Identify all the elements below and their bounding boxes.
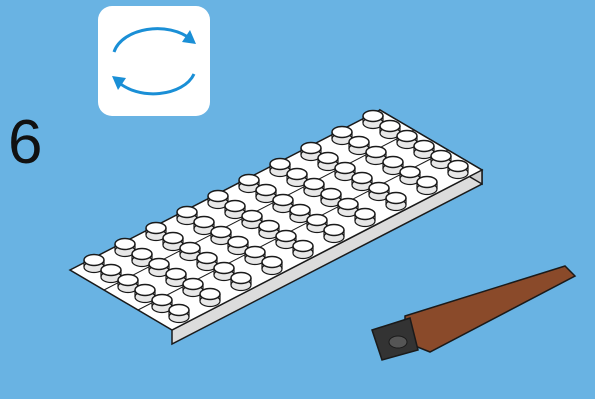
lego-stud: [115, 239, 135, 250]
lego-stud: [318, 153, 338, 164]
lego-stud: [276, 231, 296, 242]
lego-stud: [118, 275, 138, 286]
lego-stud: [166, 269, 186, 280]
lego-stud: [304, 179, 324, 190]
lego-stud: [132, 249, 152, 260]
lego-stud: [338, 199, 358, 210]
lego-stud: [293, 241, 313, 252]
lego-stud: [400, 167, 420, 178]
lego-stud: [101, 265, 121, 276]
lego-stud: [355, 209, 375, 220]
lego-stud: [307, 215, 327, 226]
lego-stud: [245, 247, 265, 258]
lego-stud: [177, 207, 197, 218]
lego-stud: [231, 273, 251, 284]
lego-stud: [335, 163, 355, 174]
lego-stud: [301, 143, 321, 154]
lego-stud: [256, 185, 276, 196]
lego-stud: [369, 183, 389, 194]
lego-stud: [352, 173, 372, 184]
lego-stud: [146, 223, 166, 234]
lego-stud: [349, 137, 369, 148]
lego-stud: [332, 127, 352, 138]
lego-stud: [397, 131, 417, 142]
lego-stud: [431, 151, 451, 162]
lego-stud: [448, 161, 468, 172]
lego-stud: [262, 257, 282, 268]
lego-stud: [200, 289, 220, 300]
lego-stud: [363, 111, 383, 122]
lego-stud: [180, 243, 200, 254]
lego-stud: [163, 233, 183, 244]
lego-stud: [383, 157, 403, 168]
brown-base-plate: [405, 266, 575, 352]
lego-stud: [228, 237, 248, 248]
lego-stud: [321, 189, 341, 200]
lego-stud: [211, 227, 231, 238]
lego-stud: [214, 263, 234, 274]
lego-stud: [270, 159, 290, 170]
lego-stud: [149, 259, 169, 270]
lego-stud: [197, 253, 217, 264]
lego-stud: [239, 175, 259, 186]
lego-stud: [417, 177, 437, 188]
lego-stud: [287, 169, 307, 180]
lego-stud: [366, 147, 386, 158]
lego-stud: [386, 193, 406, 204]
lego-stud: [169, 305, 189, 316]
lego-stud: [273, 195, 293, 206]
lego-stud: [208, 191, 228, 202]
lego-stud: [84, 255, 104, 266]
lego-stud: [242, 211, 262, 222]
lego-stud: [259, 221, 279, 232]
technic-pin: [389, 336, 407, 348]
lego-stud: [414, 141, 434, 152]
lego-stud: [324, 225, 344, 236]
lego-stud: [225, 201, 245, 212]
lego-stud: [135, 285, 155, 296]
lego-stud: [290, 205, 310, 216]
lego-plate-assembly: [70, 110, 575, 360]
lego-stud: [152, 295, 172, 306]
lego-stud: [380, 121, 400, 132]
lego-stud: [183, 279, 203, 290]
lego-stud: [194, 217, 214, 228]
